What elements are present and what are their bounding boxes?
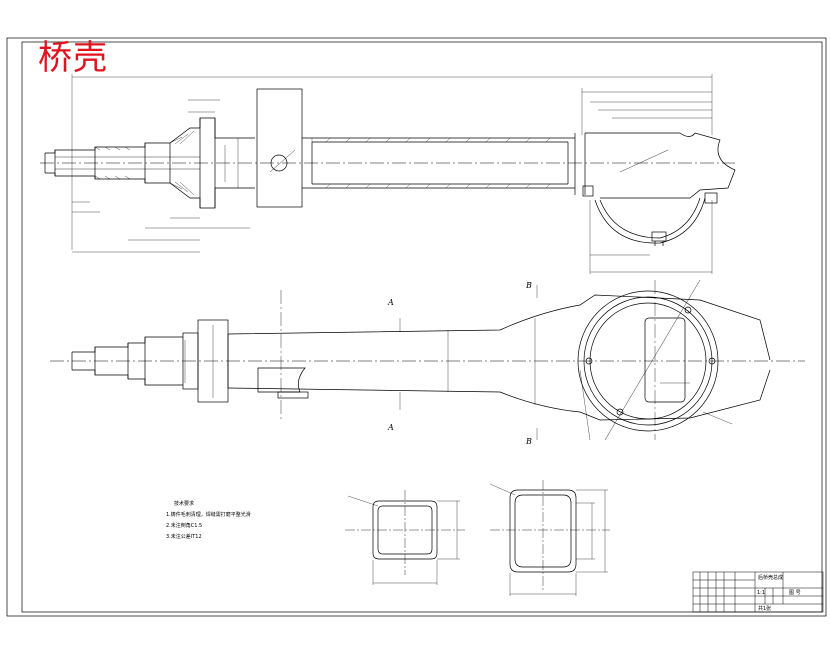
title-block-part-name: 后桥壳总成 bbox=[758, 575, 784, 581]
plan-view bbox=[50, 279, 805, 441]
section-label-b-top: B bbox=[526, 281, 532, 290]
title-block-sheet: 共1张 bbox=[758, 606, 772, 612]
technical-note-3: 3.未注公差IT12 bbox=[166, 534, 202, 540]
top-sectional-view bbox=[40, 74, 736, 274]
section-label-a-bottom: A bbox=[388, 423, 394, 432]
section-a-a bbox=[345, 490, 465, 585]
technical-notes-heading: 技术要求 bbox=[174, 501, 195, 507]
title-block-drawing-no: 图 号 bbox=[789, 590, 801, 596]
title-block-grid bbox=[692, 571, 824, 613]
section-label-a-top: A bbox=[388, 298, 394, 307]
drawing-title: 桥壳 bbox=[38, 38, 108, 78]
technical-note-2: 2.未注倒角C1.5 bbox=[166, 523, 203, 529]
section-b-b bbox=[489, 480, 610, 596]
technical-note-1: 1.铸件毛刺清理，焊缝需打磨平整光滑 bbox=[166, 512, 251, 518]
title-block-scale: 1:1 bbox=[757, 590, 766, 596]
section-label-b-bottom: B bbox=[526, 437, 532, 446]
outer-frame bbox=[6, 37, 827, 617]
inner-frame bbox=[21, 41, 823, 613]
